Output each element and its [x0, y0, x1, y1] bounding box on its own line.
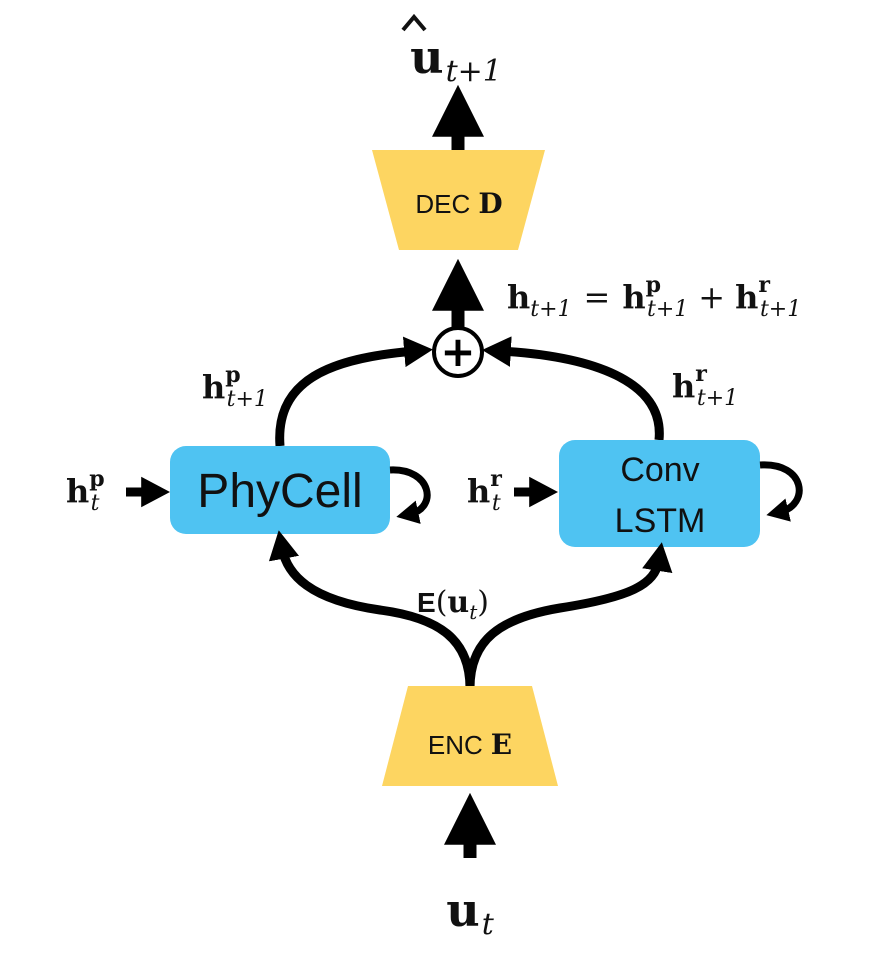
output-hat-icon: [401, 13, 427, 32]
encoded-input-label: E(ut): [417, 585, 489, 624]
sum-symbol: +: [440, 327, 475, 376]
output-label: ut+1: [410, 30, 502, 89]
encoder-to-phycell-arrow: [268, 530, 475, 689]
convlstm-label-line1: Conv: [620, 451, 699, 489]
phycell-to-sum-arrow: [275, 336, 433, 447]
encoder-to-convlstm-arrow: [465, 542, 673, 689]
sum-node: [432, 326, 484, 378]
phycell-label: PhyCell: [197, 465, 362, 518]
convlstm-label-line2: LSTM: [615, 502, 706, 540]
convlstm-to-sum-arrow: [482, 336, 664, 441]
decoder-block: [372, 150, 545, 250]
encoder-block: [382, 686, 558, 786]
convlstm-loop-arrow: [759, 461, 803, 522]
input-label: ut: [446, 883, 494, 942]
phycell-loop-arrow: [389, 466, 431, 524]
phycell-block: [170, 446, 390, 534]
convlstm-block: [559, 440, 760, 547]
